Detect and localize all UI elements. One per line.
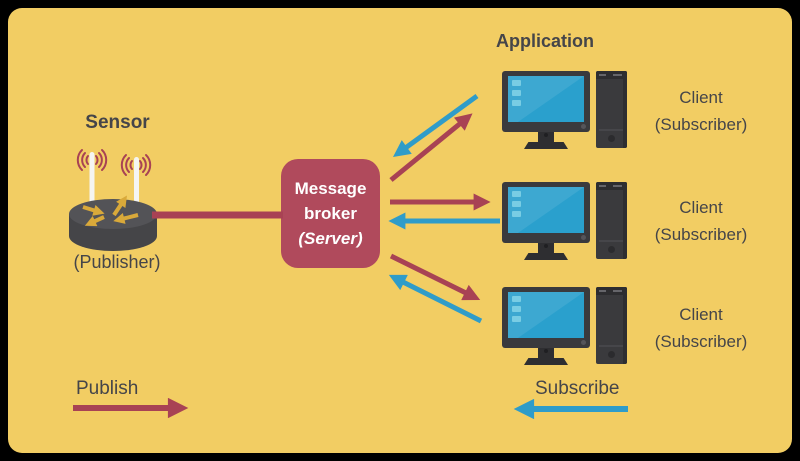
tower-button-icon (608, 351, 615, 358)
client-label-3: Client (Subscriber) (620, 301, 782, 355)
broker-line: broker (304, 204, 357, 223)
client-title: Client (679, 88, 723, 107)
client-subtitle: (Subscriber) (654, 115, 748, 134)
folder-icon (512, 306, 521, 312)
client-subtitle: (Subscriber) (654, 225, 748, 244)
monitor-icon (502, 71, 590, 132)
client-label-1: Client (Subscriber) (620, 84, 782, 138)
folder-icon (512, 100, 521, 106)
folder-icon (512, 316, 521, 322)
monitor-screen (508, 292, 584, 338)
folder-icon (512, 201, 521, 207)
computer-tower-icon (596, 71, 627, 148)
client-title: Client (679, 198, 723, 217)
legend-subscribe-label: Subscribe (535, 378, 620, 399)
computer-tower-icon (596, 182, 627, 259)
sensor-title: Sensor (85, 112, 150, 133)
client-computer-2 (500, 182, 628, 260)
tower-seam (599, 345, 624, 347)
tower-seam (599, 129, 624, 131)
client-computer-3 (500, 287, 628, 365)
monitor-screen (508, 187, 584, 233)
antenna (134, 157, 139, 214)
folder-icon (512, 296, 521, 302)
tower-vent (599, 185, 606, 187)
monitor-base (524, 358, 568, 365)
client-title: Client (679, 305, 723, 324)
client-subtitle: (Subscriber) (654, 332, 748, 351)
monitor-base (524, 253, 568, 260)
stand-dot (544, 133, 548, 137)
power-button-icon (581, 235, 586, 240)
monitor-base (524, 142, 568, 149)
monitor-stand (538, 348, 554, 358)
tower-vent (599, 290, 606, 292)
tower-seam (599, 240, 624, 242)
client-computer-1 (500, 71, 628, 149)
folder-icon (512, 211, 521, 217)
wireless-router-icon (69, 149, 157, 251)
tower-vent (613, 185, 622, 187)
antenna (89, 152, 95, 212)
application-title: Application (496, 31, 594, 51)
monitor-stand (538, 132, 554, 142)
tower-vent (613, 74, 622, 76)
legend-publish-label: Publish (76, 378, 139, 399)
folder-icon (512, 191, 521, 197)
broker-line: (Server) (298, 229, 363, 248)
monitor-icon (502, 182, 590, 243)
router-arrows-icon (82, 195, 139, 227)
power-button-icon (581, 340, 586, 345)
computer-tower-icon (596, 287, 627, 364)
client-label-2: Client (Subscriber) (620, 194, 782, 248)
stand-dot (544, 244, 548, 248)
publisher-label: (Publisher) (73, 252, 161, 272)
power-button-icon (581, 124, 586, 129)
broker-line: Message (294, 179, 367, 198)
monitor-stand (538, 243, 554, 253)
stand-dot (544, 349, 548, 353)
folder-icon (512, 90, 521, 96)
message-broker-box: Message broker (Server) (281, 159, 380, 268)
monitor-icon (502, 287, 590, 348)
tower-button-icon (608, 246, 615, 253)
folder-icon (512, 80, 521, 86)
monitor-screen (508, 76, 584, 122)
tower-button-icon (608, 135, 615, 142)
tower-vent (613, 290, 622, 292)
tower-vent (599, 74, 606, 76)
